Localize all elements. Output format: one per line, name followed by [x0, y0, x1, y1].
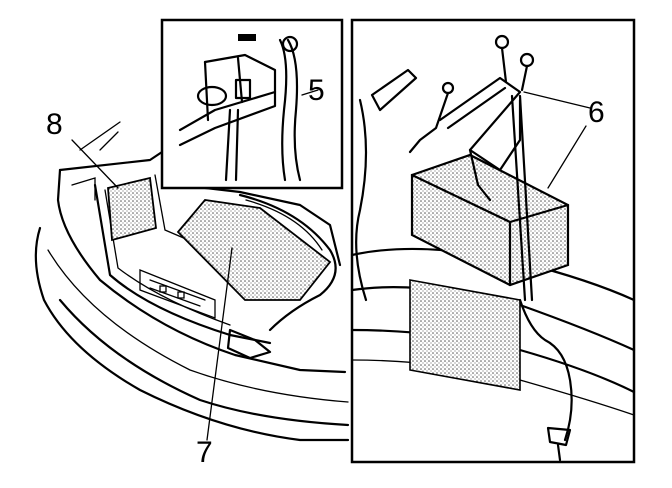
ground-cable: [286, 38, 302, 182]
cable-detail-inset: [160, 18, 344, 190]
callout-5: 5: [308, 74, 325, 107]
rear-bumper-outline: [34, 226, 350, 442]
leader-6-battery: [547, 125, 587, 189]
leader-6-top: [523, 91, 591, 109]
terminal-clamp: [234, 78, 252, 100]
callout-6: 6: [588, 96, 605, 129]
callout-8: 8: [46, 108, 63, 141]
bumper-lower-edge: [58, 298, 350, 427]
negative-sign: [238, 34, 256, 41]
leader-5: [301, 89, 319, 96]
inset-frame: [160, 18, 344, 190]
rear-panel-shaded: [409, 279, 521, 391]
cable-nut: [281, 35, 299, 53]
side-trim-panel: [107, 176, 157, 242]
leader-7: [206, 247, 233, 441]
callout-7: 7: [196, 436, 213, 469]
trunk-floor-cover: [176, 199, 332, 301]
bolt-washer: [196, 85, 228, 107]
battery-cable: [238, 193, 337, 332]
battery-detail: [350, 18, 636, 464]
lower-cable: [518, 298, 573, 442]
leader-8: [71, 139, 119, 189]
trunk-overview: [34, 121, 350, 442]
